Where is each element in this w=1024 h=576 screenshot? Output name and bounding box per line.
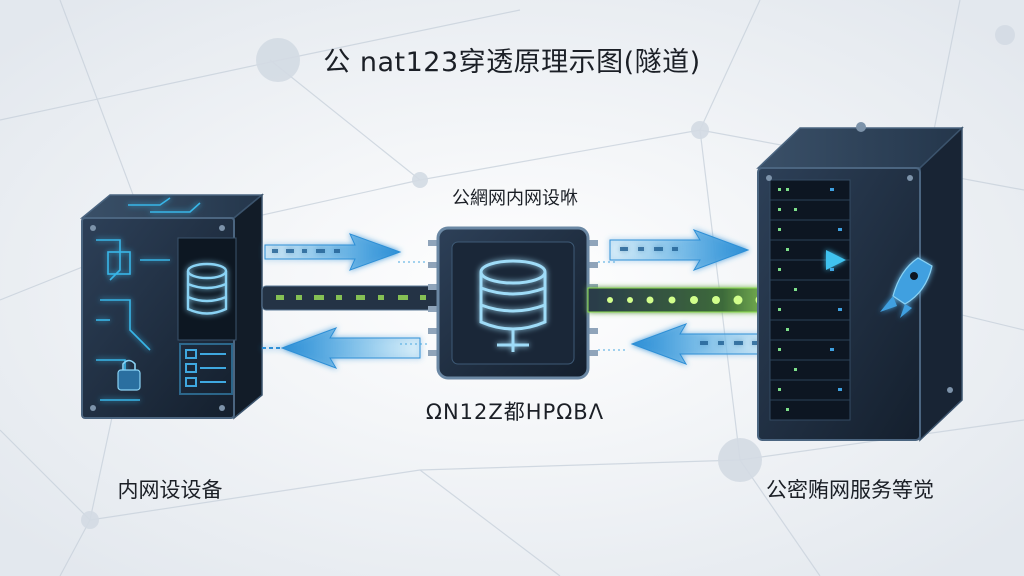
- list-icon: [179, 343, 233, 395]
- chip-database-icon: [479, 259, 547, 352]
- tunnel-bar-left: [261, 285, 439, 311]
- arrow-right-top: [609, 229, 750, 271]
- public-server: [756, 122, 964, 442]
- relay-label-top: 公網网内网设咻: [452, 188, 578, 209]
- database-icon: [186, 262, 228, 315]
- circuit-traces: [96, 197, 201, 401]
- rocket-icon: [880, 257, 933, 318]
- arrow-left-bottom: [262, 327, 421, 369]
- internal-device-label: 内网设设备: [117, 478, 223, 502]
- nat123-relay-chip: [398, 226, 626, 380]
- relay-label-bottom: ΩΝ12Z都ΗΡΩΒΛ: [425, 400, 605, 424]
- public-server-label: 公密贿网服务等觉: [766, 478, 934, 502]
- server-rack-units: [770, 188, 850, 411]
- diagram-title: 公 nat123穿透原理示图(隧道): [323, 47, 701, 78]
- internal-device: [79, 193, 265, 420]
- arrow-left-top: [264, 233, 402, 271]
- arrow-right-bottom: [630, 323, 771, 365]
- lock-icon: [117, 359, 141, 391]
